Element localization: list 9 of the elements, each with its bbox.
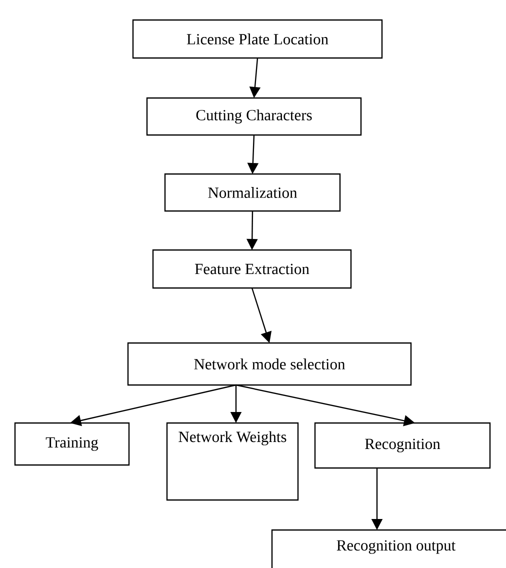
process-box: License Plate Location [132,19,383,59]
process-box: Recognition output [271,529,506,568]
process-box: Feature Extraction [152,249,352,289]
process-box: Training [14,422,130,466]
process-box: Cutting Characters [146,97,362,136]
process-box: Normalization [164,173,341,212]
process-box: Network Weights [166,422,299,501]
process-box: Recognition [314,422,491,469]
process-box: Network mode selection [127,342,412,386]
